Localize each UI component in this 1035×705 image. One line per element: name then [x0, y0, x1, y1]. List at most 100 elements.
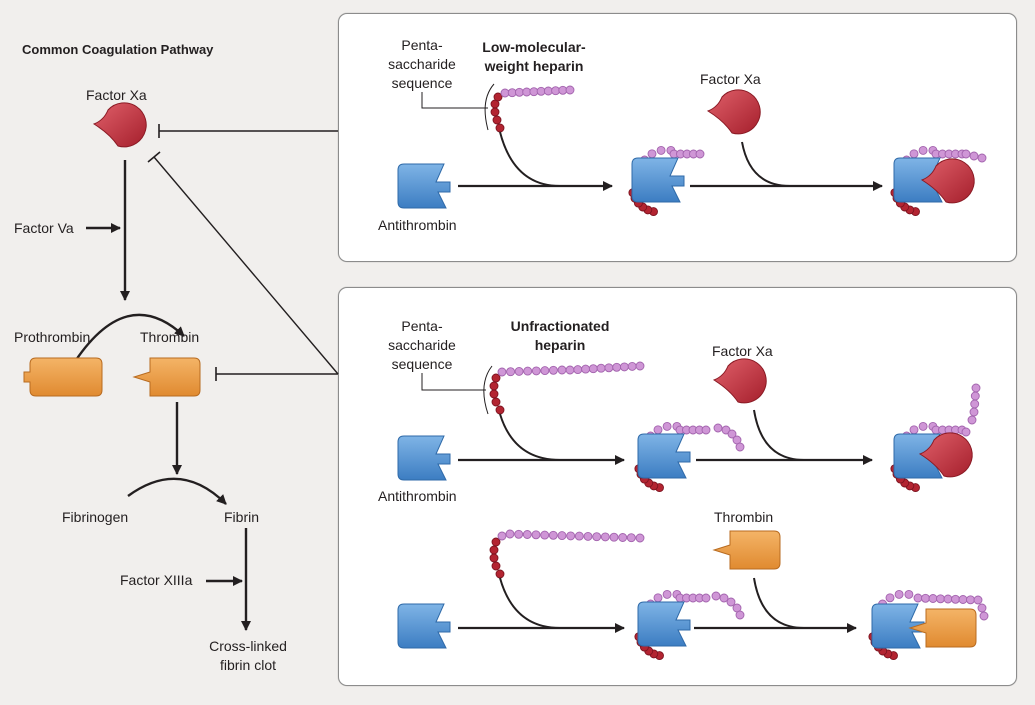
heparin-bead — [573, 365, 583, 375]
pentasaccharide-bead — [489, 381, 499, 391]
heparin-bead — [540, 366, 550, 376]
heparin-bead — [966, 595, 975, 605]
heparin-bead — [506, 367, 516, 377]
heparin-bead — [735, 442, 745, 452]
heparin-bead — [969, 407, 979, 417]
heparin-bead — [626, 533, 636, 543]
heparin-bead — [721, 425, 731, 435]
heparin-bead — [653, 425, 663, 435]
heparin-bead — [514, 529, 524, 539]
ufh-penta-line2: saccharide — [388, 337, 456, 353]
heparin-bead — [928, 594, 938, 603]
heparin-bead — [574, 531, 584, 541]
pentasaccharide-bead — [490, 107, 500, 117]
heparin-bead — [647, 149, 657, 159]
heparin-bead — [921, 593, 930, 603]
heparin-bead — [565, 85, 575, 95]
heparin-bead — [619, 362, 629, 372]
heparin-bead — [596, 363, 606, 373]
ufh-chain-2 — [489, 529, 645, 579]
lmwh-antithrombin-icon — [397, 163, 451, 209]
heparin-bead — [656, 145, 666, 155]
lmwh-penta-line1: Penta- — [401, 37, 443, 53]
pentasaccharide-bead — [495, 569, 505, 579]
heparin-bead — [943, 594, 953, 604]
heparin-bead — [719, 593, 729, 603]
lmwh-penta-label: Penta- saccharide sequence — [382, 36, 462, 93]
heparin-bead — [918, 421, 928, 431]
heparin-bead — [904, 589, 914, 599]
heparin-bead — [609, 532, 619, 542]
heparin-bead — [727, 429, 737, 439]
heparin-bead — [961, 427, 971, 437]
heparin-bead — [627, 361, 637, 371]
ufh-penta-line1: Penta- — [401, 318, 443, 334]
ufh-drug-line1: Unfractionated — [510, 318, 610, 334]
heparin-bead — [977, 153, 987, 163]
heparin-bead — [913, 593, 923, 603]
heparin-bead — [497, 531, 507, 541]
heparin-bead — [909, 425, 919, 435]
factor-xiiia-label: Factor XIIIa — [120, 572, 193, 588]
heparin-bead — [695, 149, 705, 159]
ufh-factor-xa-label: Factor Xa — [712, 343, 773, 359]
heparin-bead — [951, 594, 960, 604]
heparin-bead — [557, 531, 567, 541]
heparin-bead — [592, 532, 602, 542]
ufh-complex-3 — [634, 589, 745, 661]
ufh-antithrombin-label: Antithrombin — [378, 488, 457, 504]
ufh-antithrombin-icon — [397, 435, 451, 481]
lmwh-factor-xa-label: Factor Xa — [700, 71, 761, 87]
prothrombin-icon — [23, 357, 103, 397]
heparin-bead — [543, 86, 553, 96]
fibrinogen-label: Fibrinogen — [62, 509, 129, 525]
heparin-bead — [548, 530, 558, 540]
pentasaccharide-bead — [489, 389, 499, 399]
heparin-bead — [566, 531, 576, 541]
heparin-bead — [967, 415, 977, 425]
ufh-factor-xa-icon — [713, 358, 767, 404]
heparin-bead — [970, 399, 980, 409]
heparin-bead — [635, 361, 645, 371]
heparin-bead — [581, 364, 591, 374]
pentasaccharide-bead — [491, 537, 501, 547]
heparin-bead — [973, 595, 983, 605]
heparin-bead — [514, 87, 524, 97]
heparin-bead — [583, 531, 593, 541]
pentasaccharide-bead — [492, 115, 502, 125]
heparin-bead — [969, 151, 979, 161]
heparin-bead — [701, 425, 711, 435]
ufh-drug-line2: heparin — [534, 337, 586, 353]
heparin-bead — [979, 611, 989, 621]
pentasaccharide-bead — [495, 405, 505, 415]
diagram-title: Common Coagulation Pathway — [22, 42, 214, 57]
prothrombin-label: Prothrombin — [14, 329, 91, 345]
heparin-bead — [662, 421, 672, 431]
pentasaccharide-bead — [489, 545, 499, 555]
heparin-bead — [540, 530, 550, 540]
heparin-bead — [958, 595, 968, 604]
heparin-bead — [565, 365, 575, 375]
factor-va-label: Factor Va — [14, 220, 74, 236]
heparin-bead — [909, 149, 919, 159]
heparin-bead — [977, 603, 987, 613]
heparin-bead — [653, 593, 663, 603]
pentasaccharide-bead — [491, 397, 501, 407]
ufh-complex-4 — [868, 589, 989, 661]
lmwh-antithrombin-label: Antithrombin — [378, 217, 457, 233]
ufh-complex-2 — [890, 383, 981, 493]
pentasaccharide-bead — [495, 123, 505, 133]
lmwh-penta-line2: saccharide — [388, 56, 456, 72]
thrombin-icon — [133, 357, 201, 397]
fibrin-label: Fibrin — [224, 509, 260, 525]
lmwh-complex-1 — [628, 145, 705, 217]
ufh-penta-label: Penta- saccharide sequence — [382, 317, 462, 374]
heparin-bead — [600, 532, 610, 542]
heparin-bead — [557, 365, 567, 375]
ufh-complex-1 — [634, 421, 745, 493]
heparin-bead — [662, 589, 672, 599]
heparin-bead — [971, 383, 981, 393]
lmwh-penta-line3: sequence — [391, 75, 453, 91]
heparin-bead — [531, 366, 541, 376]
